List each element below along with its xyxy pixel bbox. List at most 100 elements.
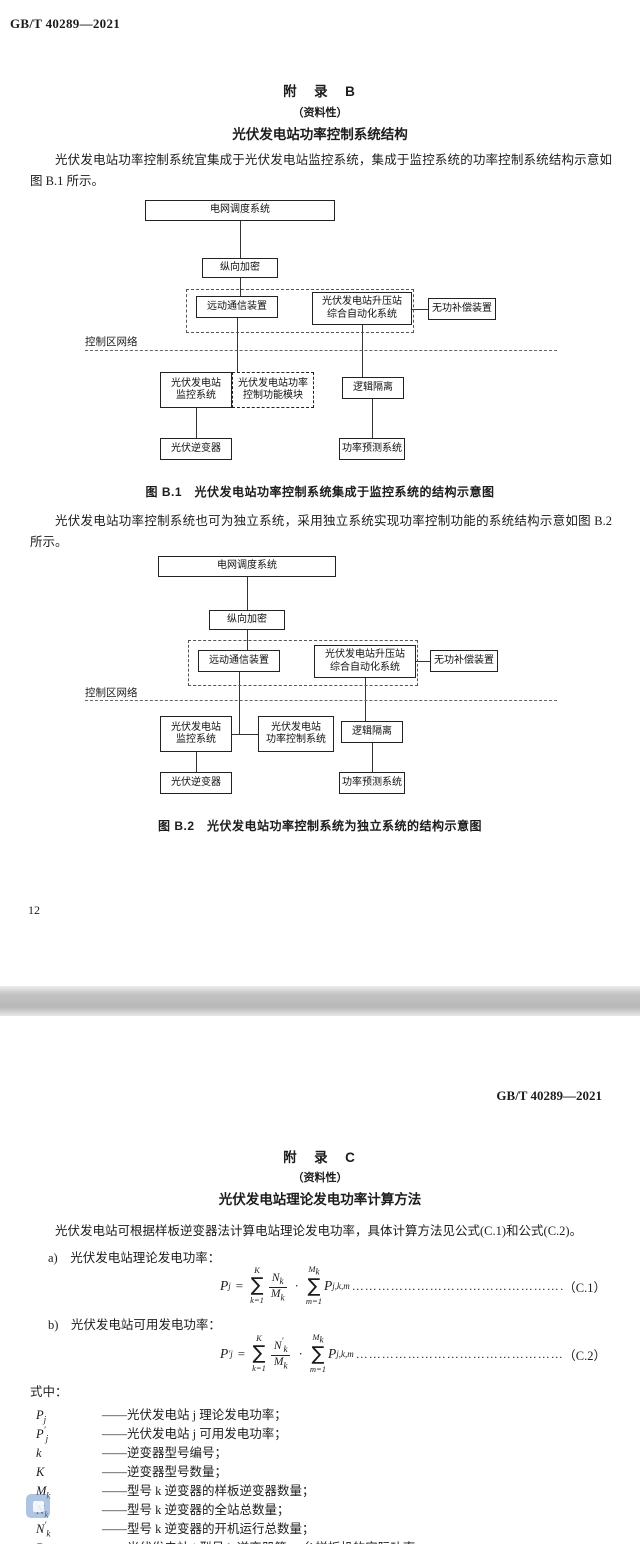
definition-dash: —— — [102, 1484, 127, 1499]
fraction-numerator: N′k — [270, 1336, 291, 1357]
sigma-icon: ∑ — [307, 1275, 321, 1298]
sum-upper-limit: K — [256, 1333, 262, 1344]
math-sub: k — [280, 1292, 285, 1303]
dot-leader: ……………………………………………… — [355, 1346, 564, 1361]
definition-symbol: Pj,k,m — [36, 1535, 102, 1544]
definition-desc: 光伏发电站 j 理论发电功率； — [127, 1408, 287, 1423]
box-label: 光伏发电站升压站 — [325, 649, 405, 660]
connector-line — [239, 672, 240, 734]
box-label: 电网调度系统 — [217, 560, 277, 572]
definition-row: Mk —— 型号 k 逆变器的样板逆变器数量； — [36, 1478, 612, 1506]
definition-row: P′j —— 光伏发电站 j 可用发电功率； — [36, 1421, 612, 1449]
definition-symbol: P′j — [36, 1421, 102, 1449]
fraction-denominator: Mk — [274, 1356, 288, 1371]
sum-lower-limit: m=1 — [309, 1364, 326, 1375]
definition-desc: 光伏发电站 j 可用发电功率； — [127, 1427, 287, 1442]
box-label: 功率控制系统 — [266, 734, 326, 745]
page-appendix-b: GB/T 40289—2021 附 录 B （资料性） 光伏发电站功率控制系统结… — [10, 16, 612, 917]
fig2-box-power-forecast: 功率预测系统 — [339, 772, 405, 794]
fraction: Nk Mk — [268, 1268, 287, 1303]
fig1-box-substation-automation: 光伏发电站升压站 综合自动化系统 — [312, 292, 412, 325]
fig2-box-logic-isolation: 逻辑隔离 — [341, 721, 403, 743]
definition-desc: 型号 k 逆变器的开机运行总数量； — [127, 1522, 315, 1537]
definition-dash: —— — [102, 1427, 127, 1442]
box-label: 光伏发电站升压站 — [322, 296, 402, 307]
definition-symbol: K — [36, 1459, 102, 1487]
cdot-operator: · — [294, 1277, 299, 1293]
definition-symbol: k — [36, 1440, 102, 1468]
definition-dash: —— — [102, 1465, 127, 1480]
math-var: P — [220, 1345, 229, 1361]
connector-line — [196, 752, 197, 772]
box-label: 控制功能模块 — [243, 390, 303, 401]
sigma-icon: ∑ — [252, 1342, 266, 1365]
box-label: 监控系统 — [176, 734, 216, 745]
sigma-icon: ∑ — [311, 1343, 325, 1366]
definition-dash: —— — [102, 1522, 127, 1537]
box-label: 电网调度系统 — [210, 204, 270, 216]
math-var: P — [36, 1541, 44, 1544]
appendix-c-title: 光伏发电站理论发电功率计算方法 — [218, 1192, 422, 1207]
math-sub: k — [283, 1344, 288, 1355]
connector-line — [247, 576, 248, 610]
connector-line — [240, 278, 241, 296]
definition-dash: —— — [102, 1503, 127, 1518]
definition-dash: —— — [102, 1446, 127, 1461]
definition-row: k —— 逆变器型号编号； — [36, 1440, 612, 1468]
connector-line — [412, 309, 428, 310]
fig2-box-monitoring-system: 光伏发电站 监控系统 — [160, 716, 232, 752]
standard-number-header: GB/T 40289—2021 — [10, 16, 121, 31]
sum-upper-limit: Mk — [312, 1332, 324, 1345]
math-prime: ′ — [44, 1520, 47, 1530]
appendix-b-type: （资料性） — [292, 107, 348, 119]
connector-line — [372, 743, 373, 772]
fig2-box-telecontrol-device: 远动通信装置 — [198, 650, 280, 672]
fig2-box-reactive-compensation: 无功补偿装置 — [430, 650, 498, 672]
box-label: 光伏逆变器 — [171, 776, 221, 788]
definition-row: Pj,k,m —— 光伏发电站 j 型号 k 逆变器第 m 台样板机的实际功率。 — [36, 1535, 612, 1544]
summation: Mk ∑ m=1 — [306, 1264, 322, 1307]
fig2-box-longitudinal-encryption: 纵向加密 — [209, 610, 285, 630]
box-label: 光伏发电站 — [171, 377, 221, 389]
math-var: P — [36, 1408, 44, 1423]
math-var: M — [312, 1332, 320, 1343]
fig2-label-control-network: 控制区网络 — [85, 687, 138, 699]
fig1-label-control-network: 控制区网络 — [85, 336, 138, 348]
sum-lower-limit: k=1 — [252, 1362, 266, 1373]
fig1-box-logic-isolation: 逻辑隔离 — [342, 377, 404, 399]
appendix-b-label: 附 录 B — [283, 84, 357, 99]
box-label: 功率预测系统 — [342, 442, 402, 454]
list-item-a: a) 光伏发电站理论发电功率： — [48, 1251, 221, 1265]
math-var: k — [36, 1446, 42, 1461]
math-var: P — [324, 1277, 333, 1293]
box-label: 光伏发电站 — [271, 721, 321, 733]
box-label: 功率预测系统 — [342, 776, 402, 788]
connector-line — [196, 408, 197, 438]
math-var: N — [36, 1522, 45, 1537]
standard-number-header: GB/T 40289—2021 — [496, 1088, 602, 1103]
math-sub: j — [230, 1348, 233, 1359]
appendix-b-title: 光伏发电站功率控制系统结构 — [232, 127, 408, 142]
definition-desc: 逆变器型号编号； — [127, 1446, 228, 1461]
appendix-c-label: 附 录 C — [283, 1150, 357, 1165]
sum-upper-limit: Mk — [308, 1264, 319, 1277]
box-label: 光伏发电站 — [171, 721, 221, 733]
box-label: 远动通信装置 — [207, 300, 267, 312]
summation: K ∑ k=1 — [252, 1333, 266, 1373]
summation: Mk ∑ m=1 — [309, 1332, 326, 1375]
math-var: N — [273, 1340, 282, 1353]
math-prime: ′ — [43, 1425, 46, 1435]
math-sub: k — [283, 1360, 288, 1371]
definition-desc: 型号 k 逆变器的样板逆变器数量； — [127, 1484, 315, 1499]
math-sub: k — [319, 1334, 324, 1345]
page-number: 12 — [28, 903, 40, 917]
corner-watermark — [26, 1494, 50, 1518]
definition-desc: 逆变器型号数量； — [127, 1465, 228, 1480]
connector-line — [372, 399, 373, 438]
math-var: P — [220, 1277, 229, 1293]
fig1-box-telecontrol-device: 远动通信装置 — [196, 296, 278, 318]
fig1-box-longitudinal-encryption: 纵向加密 — [202, 258, 278, 278]
secure-zone-dashed-region — [188, 640, 418, 686]
